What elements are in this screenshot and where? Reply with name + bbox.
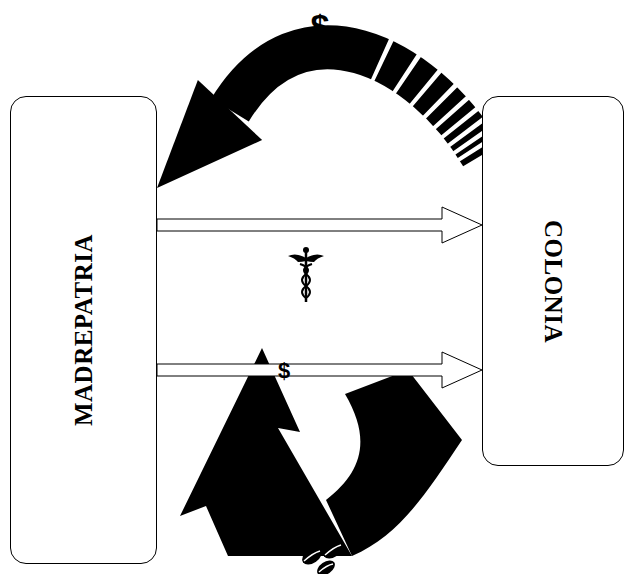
cycle-arrow-right — [326, 370, 462, 556]
box-title: MADREPATRIA — [70, 234, 98, 426]
edge-label: $ — [311, 9, 330, 43]
homeland-box: MADREPATRIA — [10, 96, 157, 564]
coffee-beans — [299, 538, 346, 574]
caduceus-symbol — [288, 247, 324, 302]
flow-arrow — [157, 207, 482, 243]
box-title: COLONIA — [539, 220, 567, 343]
colony-box: COLONIA — [482, 96, 624, 466]
flow-arrow — [157, 352, 482, 388]
flow-curved-arrow — [157, 47, 482, 188]
cycle-arrow-left — [180, 348, 352, 556]
edge-label: $ — [278, 360, 290, 382]
